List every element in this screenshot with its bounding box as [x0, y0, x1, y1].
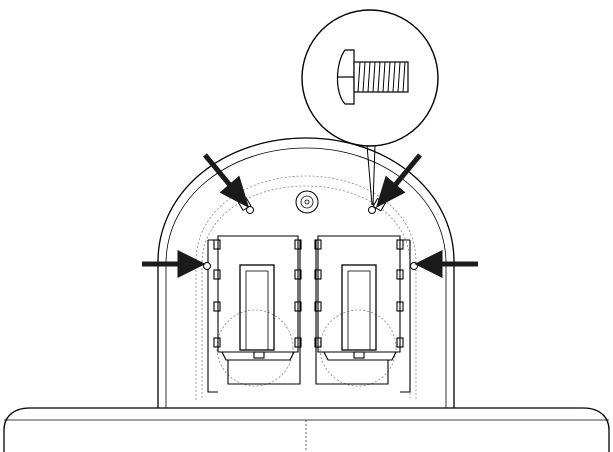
indicator-arrows — [142, 153, 478, 279]
center-knob — [295, 190, 319, 214]
mounting-bracket — [207, 235, 411, 393]
arrow-side-left — [142, 249, 206, 279]
screw-icon — [336, 49, 409, 105]
arrow-top-right — [375, 153, 422, 208]
housing — [157, 137, 455, 408]
screw-callout — [301, 9, 439, 206]
arrow-top-left — [203, 153, 250, 208]
screw-side-left — [203, 262, 211, 270]
inner-panel — [195, 175, 417, 400]
base-plate — [3, 407, 610, 452]
arrow-side-right — [414, 249, 478, 279]
